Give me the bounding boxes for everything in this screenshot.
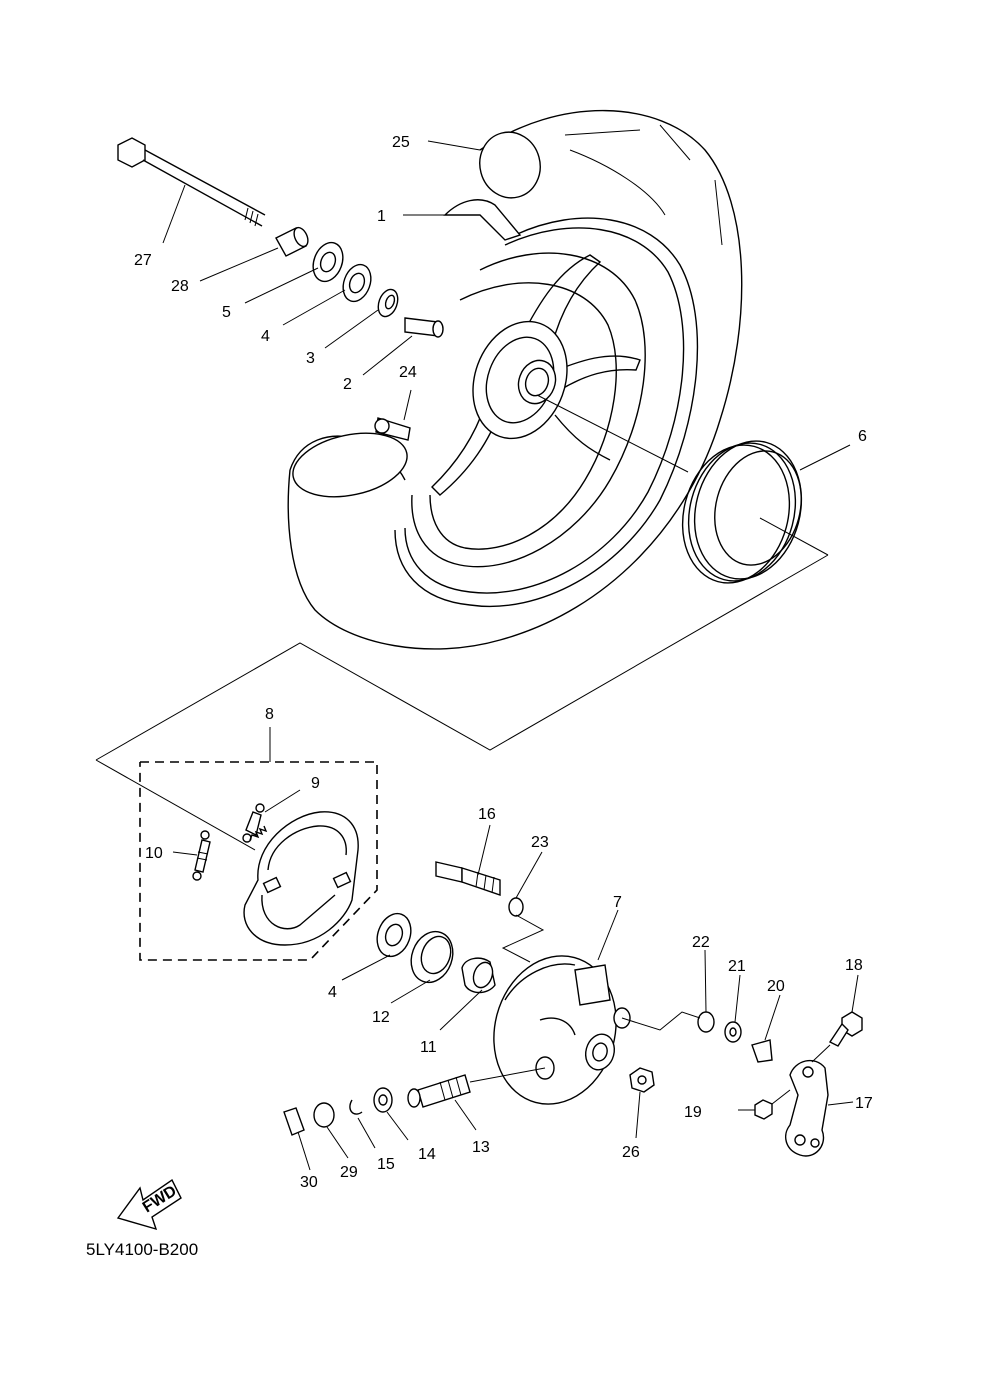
callout-16: 16 [478, 806, 496, 823]
drawing-code: 5LY4100-B200 [86, 1240, 199, 1259]
callout-23: 23 [531, 834, 549, 851]
callout-24: 24 [399, 364, 417, 381]
callout-13: 13 [472, 1139, 490, 1156]
indicator-20-part [751, 1039, 773, 1063]
callout-3: 3 [306, 350, 315, 367]
callout-27: 27 [134, 252, 152, 269]
callout-12: 12 [372, 1009, 390, 1026]
fwd-arrow-icon: FWD [116, 1178, 182, 1231]
callout-15: 15 [377, 1156, 395, 1173]
spring-9-part [242, 803, 268, 843]
leader-lines-upper [162, 140, 851, 556]
o-ring-23-part [508, 897, 524, 917]
callout-30: 30 [300, 1174, 318, 1191]
washer-14-part [373, 1087, 393, 1113]
circlip-15-part [349, 1099, 363, 1115]
brake-arm-17-part [784, 1059, 829, 1157]
callout-11: 11 [420, 1039, 437, 1056]
wheel-rim-part [287, 109, 743, 650]
leader-lines-lower [172, 789, 859, 1171]
callout-4-lower: 4 [328, 984, 337, 1001]
nut-19-part [754, 1099, 773, 1120]
callout-20: 20 [767, 978, 785, 995]
washer-21-part [724, 1021, 742, 1043]
axle-collar-part [275, 226, 309, 257]
callout-4-upper: 4 [261, 328, 270, 345]
callout-6: 6 [858, 428, 867, 445]
o-ring-22-part [697, 1011, 715, 1033]
callout-26: 26 [622, 1144, 640, 1161]
callout-17: 17 [855, 1095, 873, 1112]
spring-10-part [192, 830, 211, 881]
callout-29: 29 [340, 1164, 358, 1181]
callout-19: 19 [684, 1104, 702, 1121]
bearing-5-part [312, 241, 344, 283]
oil-seal-12-part [410, 930, 454, 984]
callout-28: 28 [171, 278, 189, 295]
bolt-18-part [828, 1011, 863, 1047]
bearing-4-upper-part [342, 263, 372, 303]
speedometer-shaft-16-part [435, 861, 501, 896]
camshaft-13-part [407, 1074, 471, 1108]
brake-shoe-part [243, 811, 359, 946]
oil-seal-part [377, 288, 399, 318]
gear-unit-11-part [461, 957, 496, 994]
callout-18: 18 [845, 957, 863, 974]
callout-7: 7 [613, 894, 622, 911]
assembly-frame-lines [95, 554, 829, 851]
bearing-4-lower-part [376, 912, 412, 958]
drum-seal-ring-part [681, 440, 803, 584]
callout-2: 2 [343, 376, 352, 393]
callout-10: 10 [145, 845, 163, 862]
callout-9: 9 [311, 775, 320, 792]
brake-shoe-kit-box [139, 727, 378, 961]
callout-21: 21 [728, 958, 746, 975]
callout-5: 5 [222, 304, 231, 321]
brake-panel-part [493, 955, 631, 1105]
spacer-part [404, 317, 444, 338]
callout-1: 1 [377, 208, 386, 225]
indicator-plate-30-part [283, 1107, 305, 1136]
callout-labels: 25 1 27 28 5 4 3 2 24 6 8 9 10 16 23 7 2… [134, 134, 873, 1191]
nut-26-part [629, 1067, 655, 1093]
o-ring-29-part [313, 1102, 335, 1128]
callout-14: 14 [418, 1146, 436, 1163]
axle-part [117, 137, 266, 227]
callout-25: 25 [392, 134, 410, 151]
callout-8: 8 [265, 706, 274, 723]
callout-22: 22 [692, 934, 710, 951]
